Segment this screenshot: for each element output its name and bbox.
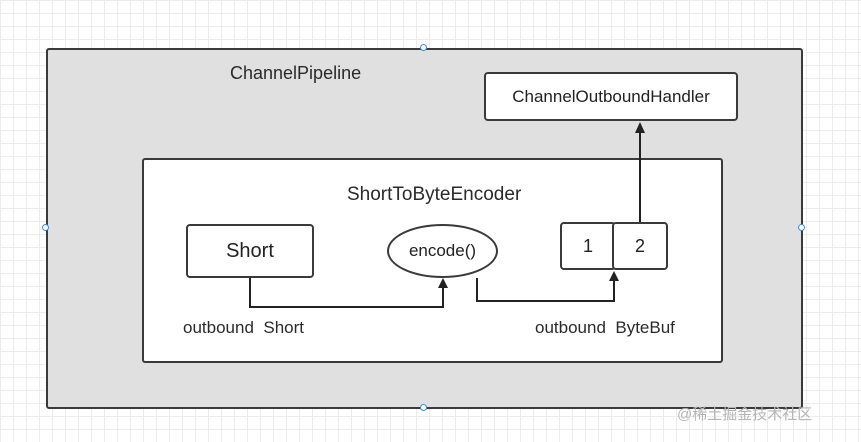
selection-handle-top[interactable] bbox=[420, 44, 427, 51]
encode-method-ellipse[interactable]: encode() bbox=[387, 224, 498, 278]
selection-handle-right[interactable] bbox=[798, 224, 805, 231]
bytebuf-cell-2-label: 2 bbox=[634, 235, 645, 256]
short-to-encode-arrowhead bbox=[438, 278, 448, 288]
short-to-encode-arrow bbox=[249, 278, 444, 308]
encoder-title: ShortToByteEncoder bbox=[347, 184, 522, 205]
bytebuf-cell-2[interactable]: 2 bbox=[612, 222, 668, 270]
pipeline-title: ChannelPipeline bbox=[230, 63, 362, 83]
handler-label: ChannelOutboundHandler bbox=[512, 86, 710, 106]
bytebuf-cell-1-label: 1 bbox=[582, 235, 593, 256]
outbound-short-label: outbound Short bbox=[183, 318, 304, 337]
bytebuf-to-handler-arrowhead bbox=[635, 122, 645, 133]
short-box[interactable]: Short bbox=[186, 224, 314, 278]
selection-handle-left[interactable] bbox=[42, 224, 49, 231]
channel-outbound-handler-box[interactable]: ChannelOutboundHandler bbox=[484, 72, 738, 121]
encode-to-bytebuf-arrowhead bbox=[609, 271, 619, 281]
short-box-label: Short bbox=[226, 239, 274, 262]
watermark: @稀土掘金技术社区 bbox=[677, 406, 813, 423]
encode-to-bytebuf-arrow bbox=[476, 278, 615, 302]
outbound-bytebuf-label: outbound ByteBuf bbox=[535, 318, 675, 337]
selection-handle-bottom[interactable] bbox=[420, 404, 427, 411]
encode-method-label: encode() bbox=[408, 241, 477, 260]
